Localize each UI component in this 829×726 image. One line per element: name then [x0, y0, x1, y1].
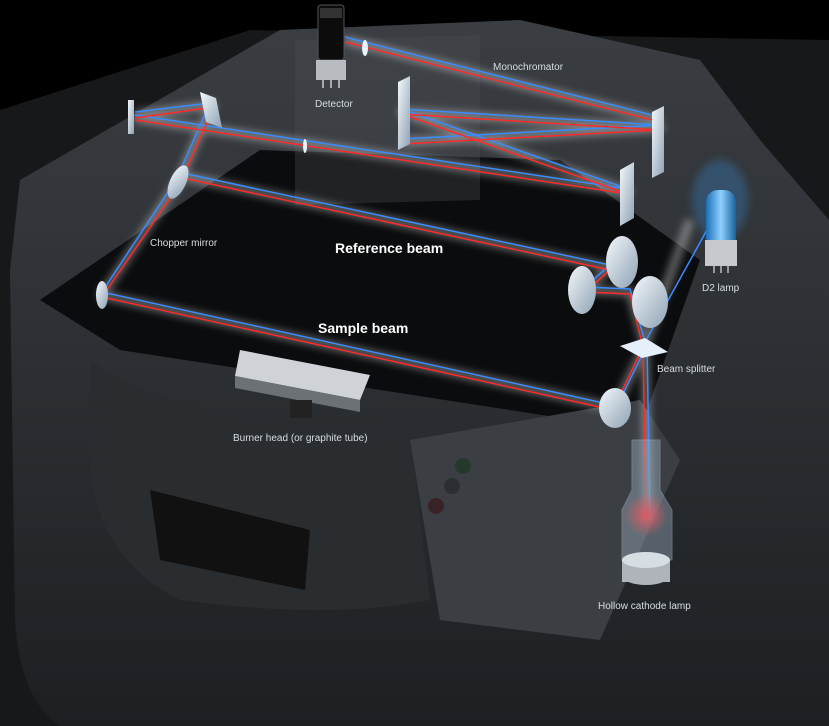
mirror	[606, 236, 638, 288]
grating	[652, 106, 664, 178]
monochromator-mirror	[398, 76, 410, 150]
lens	[362, 40, 368, 56]
detector-icon	[316, 4, 346, 88]
label-sample-beam: Sample beam	[318, 320, 409, 336]
hollow-cathode-lamp-icon	[621, 439, 673, 585]
label-d2-lamp: D2 lamp	[702, 283, 740, 294]
mirror	[128, 100, 134, 134]
monochromator-mirror	[620, 162, 634, 226]
burner-head-icon	[235, 350, 370, 418]
d2-lamp-icon	[692, 160, 748, 273]
mirror	[96, 281, 108, 309]
label-monochromator: Monochromator	[493, 62, 564, 73]
mirror	[568, 266, 596, 314]
beam-splitter-icon	[620, 338, 668, 358]
mirror	[632, 276, 668, 328]
label-beam-splitter: Beam splitter	[657, 364, 716, 375]
label-detector: Detector	[315, 99, 353, 110]
label-burner-head: Burner head (or graphite tube)	[233, 433, 368, 444]
mirror	[200, 92, 222, 128]
optical-elements	[96, 40, 668, 428]
label-chopper-mirror: Chopper mirror	[150, 238, 218, 249]
chopper-mirror-icon	[167, 165, 189, 199]
label-reference-beam: Reference beam	[335, 240, 444, 256]
mirror	[599, 388, 631, 428]
label-hollow-cathode-lamp: Hollow cathode lamp	[598, 601, 691, 612]
lens	[303, 139, 307, 153]
